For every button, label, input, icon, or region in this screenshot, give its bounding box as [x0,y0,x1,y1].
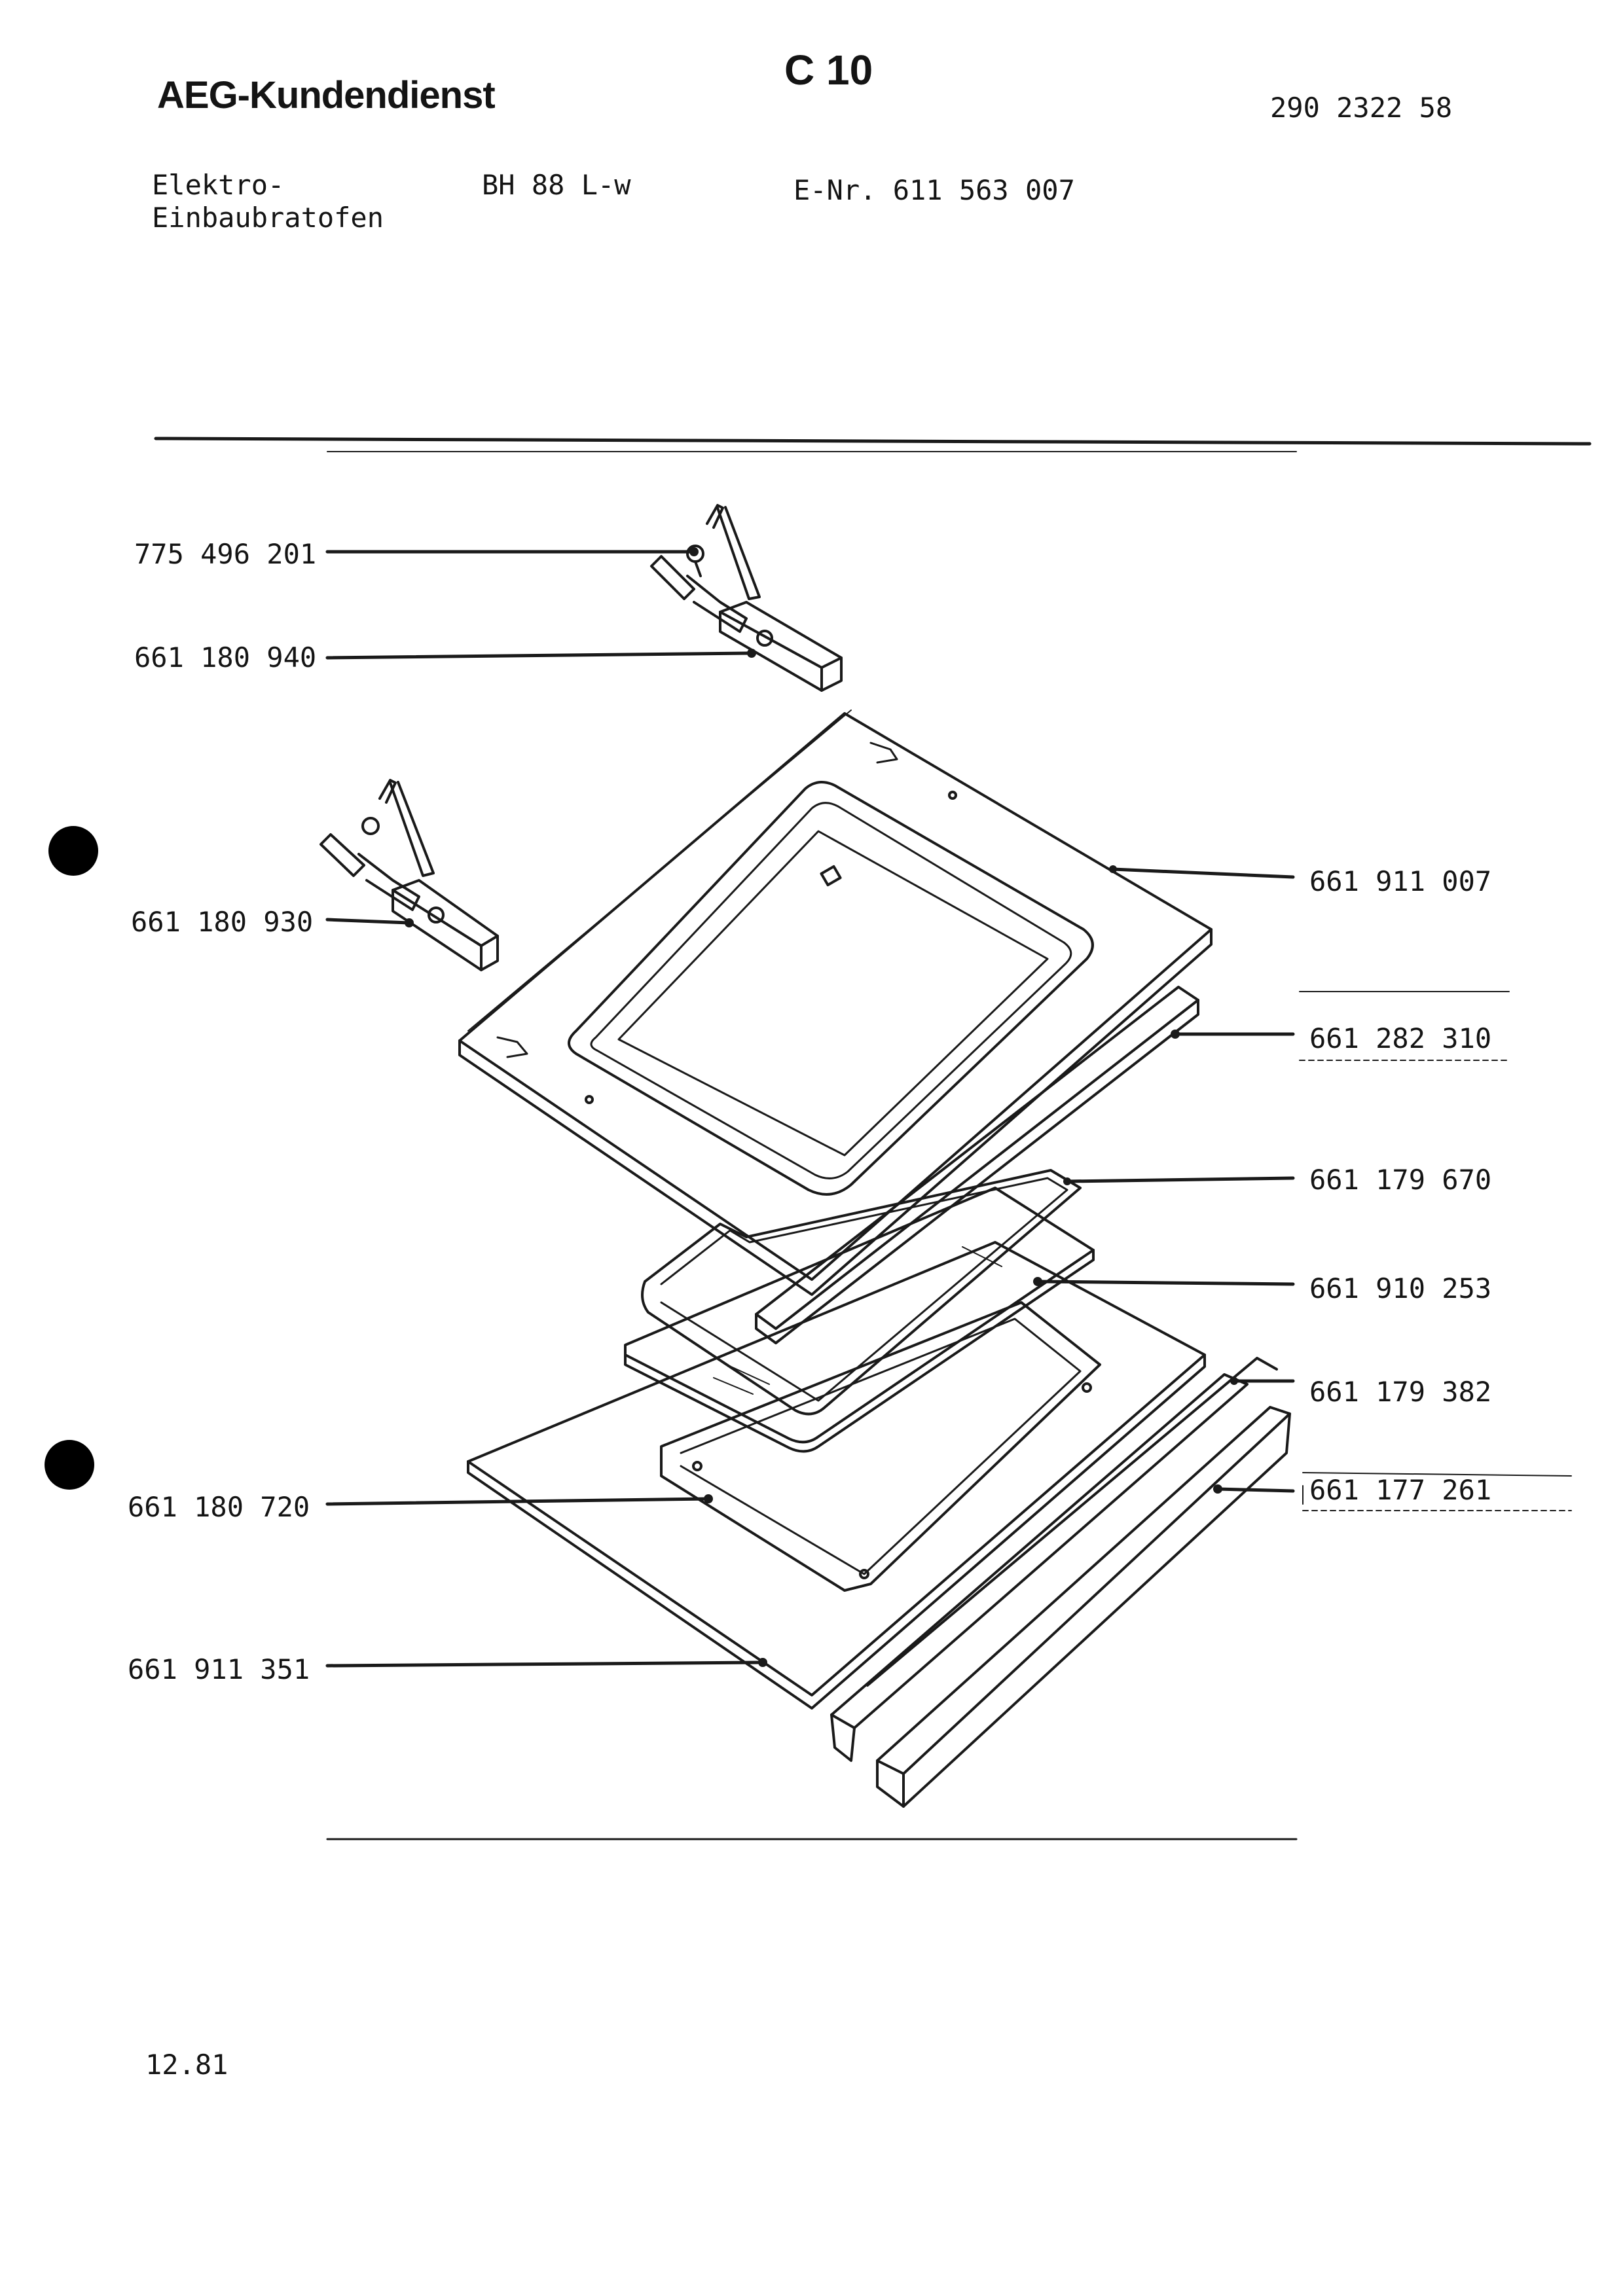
leader-661910253 [1036,1280,1295,1286]
appliance-model: BH 88 L-w [482,169,631,201]
hinge-right-drawing [650,504,843,692]
header-rule [154,437,1592,446]
leader-661180930 [325,918,411,925]
part-label-661177261: 661 177 261 [1309,1474,1492,1506]
outer-door-panel-drawing [458,709,1213,1296]
part-label-661911007: 661 911 007 [1309,865,1492,897]
leader-661179670 [1065,1176,1295,1183]
leader-lines [325,550,1295,1668]
binder-hole-bottom [45,1440,94,1490]
glass-frame-drawing [641,1169,1082,1416]
leader-661180720 [325,1497,710,1506]
leader-661911007 [1111,867,1295,879]
section-code: C 10 [784,46,873,94]
brand-title: AEG-Kundendienst [157,74,496,117]
door-rails-drawing [830,1357,1291,1808]
e-number: E-Nr. 611 563 007 [793,174,1075,206]
part-label-661180930: 661 180 930 [131,906,314,938]
document-number: 290 2322 58 [1270,92,1453,124]
leader-661177261 [1216,1487,1295,1493]
label-box-lines [1299,991,1572,1511]
inner-frame-drawing [660,1301,1101,1592]
insulation-strip-drawing [755,986,1199,1344]
appliance-type-line2: Einbaubratofen [152,202,384,234]
appliance-type-line1: Elektro- [152,169,285,201]
part-label-661180720: 661 180 720 [128,1491,310,1523]
part-label-661179382: 661 179 382 [1309,1376,1492,1408]
leader-661911351 [325,1660,765,1668]
part-label-661179670: 661 179 670 [1309,1164,1492,1196]
part-label-661911351: 661 911 351 [128,1653,310,1685]
inner-door-panel-drawing [467,1241,1206,1710]
document-date: 12.81 [145,2049,228,2081]
part-label-661910253: 661 910 253 [1309,1272,1492,1304]
part-label-775496201: 775 496 201 [134,538,317,570]
hinge-left-drawing [319,779,499,971]
part-label-661180940: 661 180 940 [134,641,317,673]
leader-661180940 [325,651,754,660]
binder-hole-top [48,826,98,876]
part-label-661282310: 661 282 310 [1309,1022,1492,1054]
